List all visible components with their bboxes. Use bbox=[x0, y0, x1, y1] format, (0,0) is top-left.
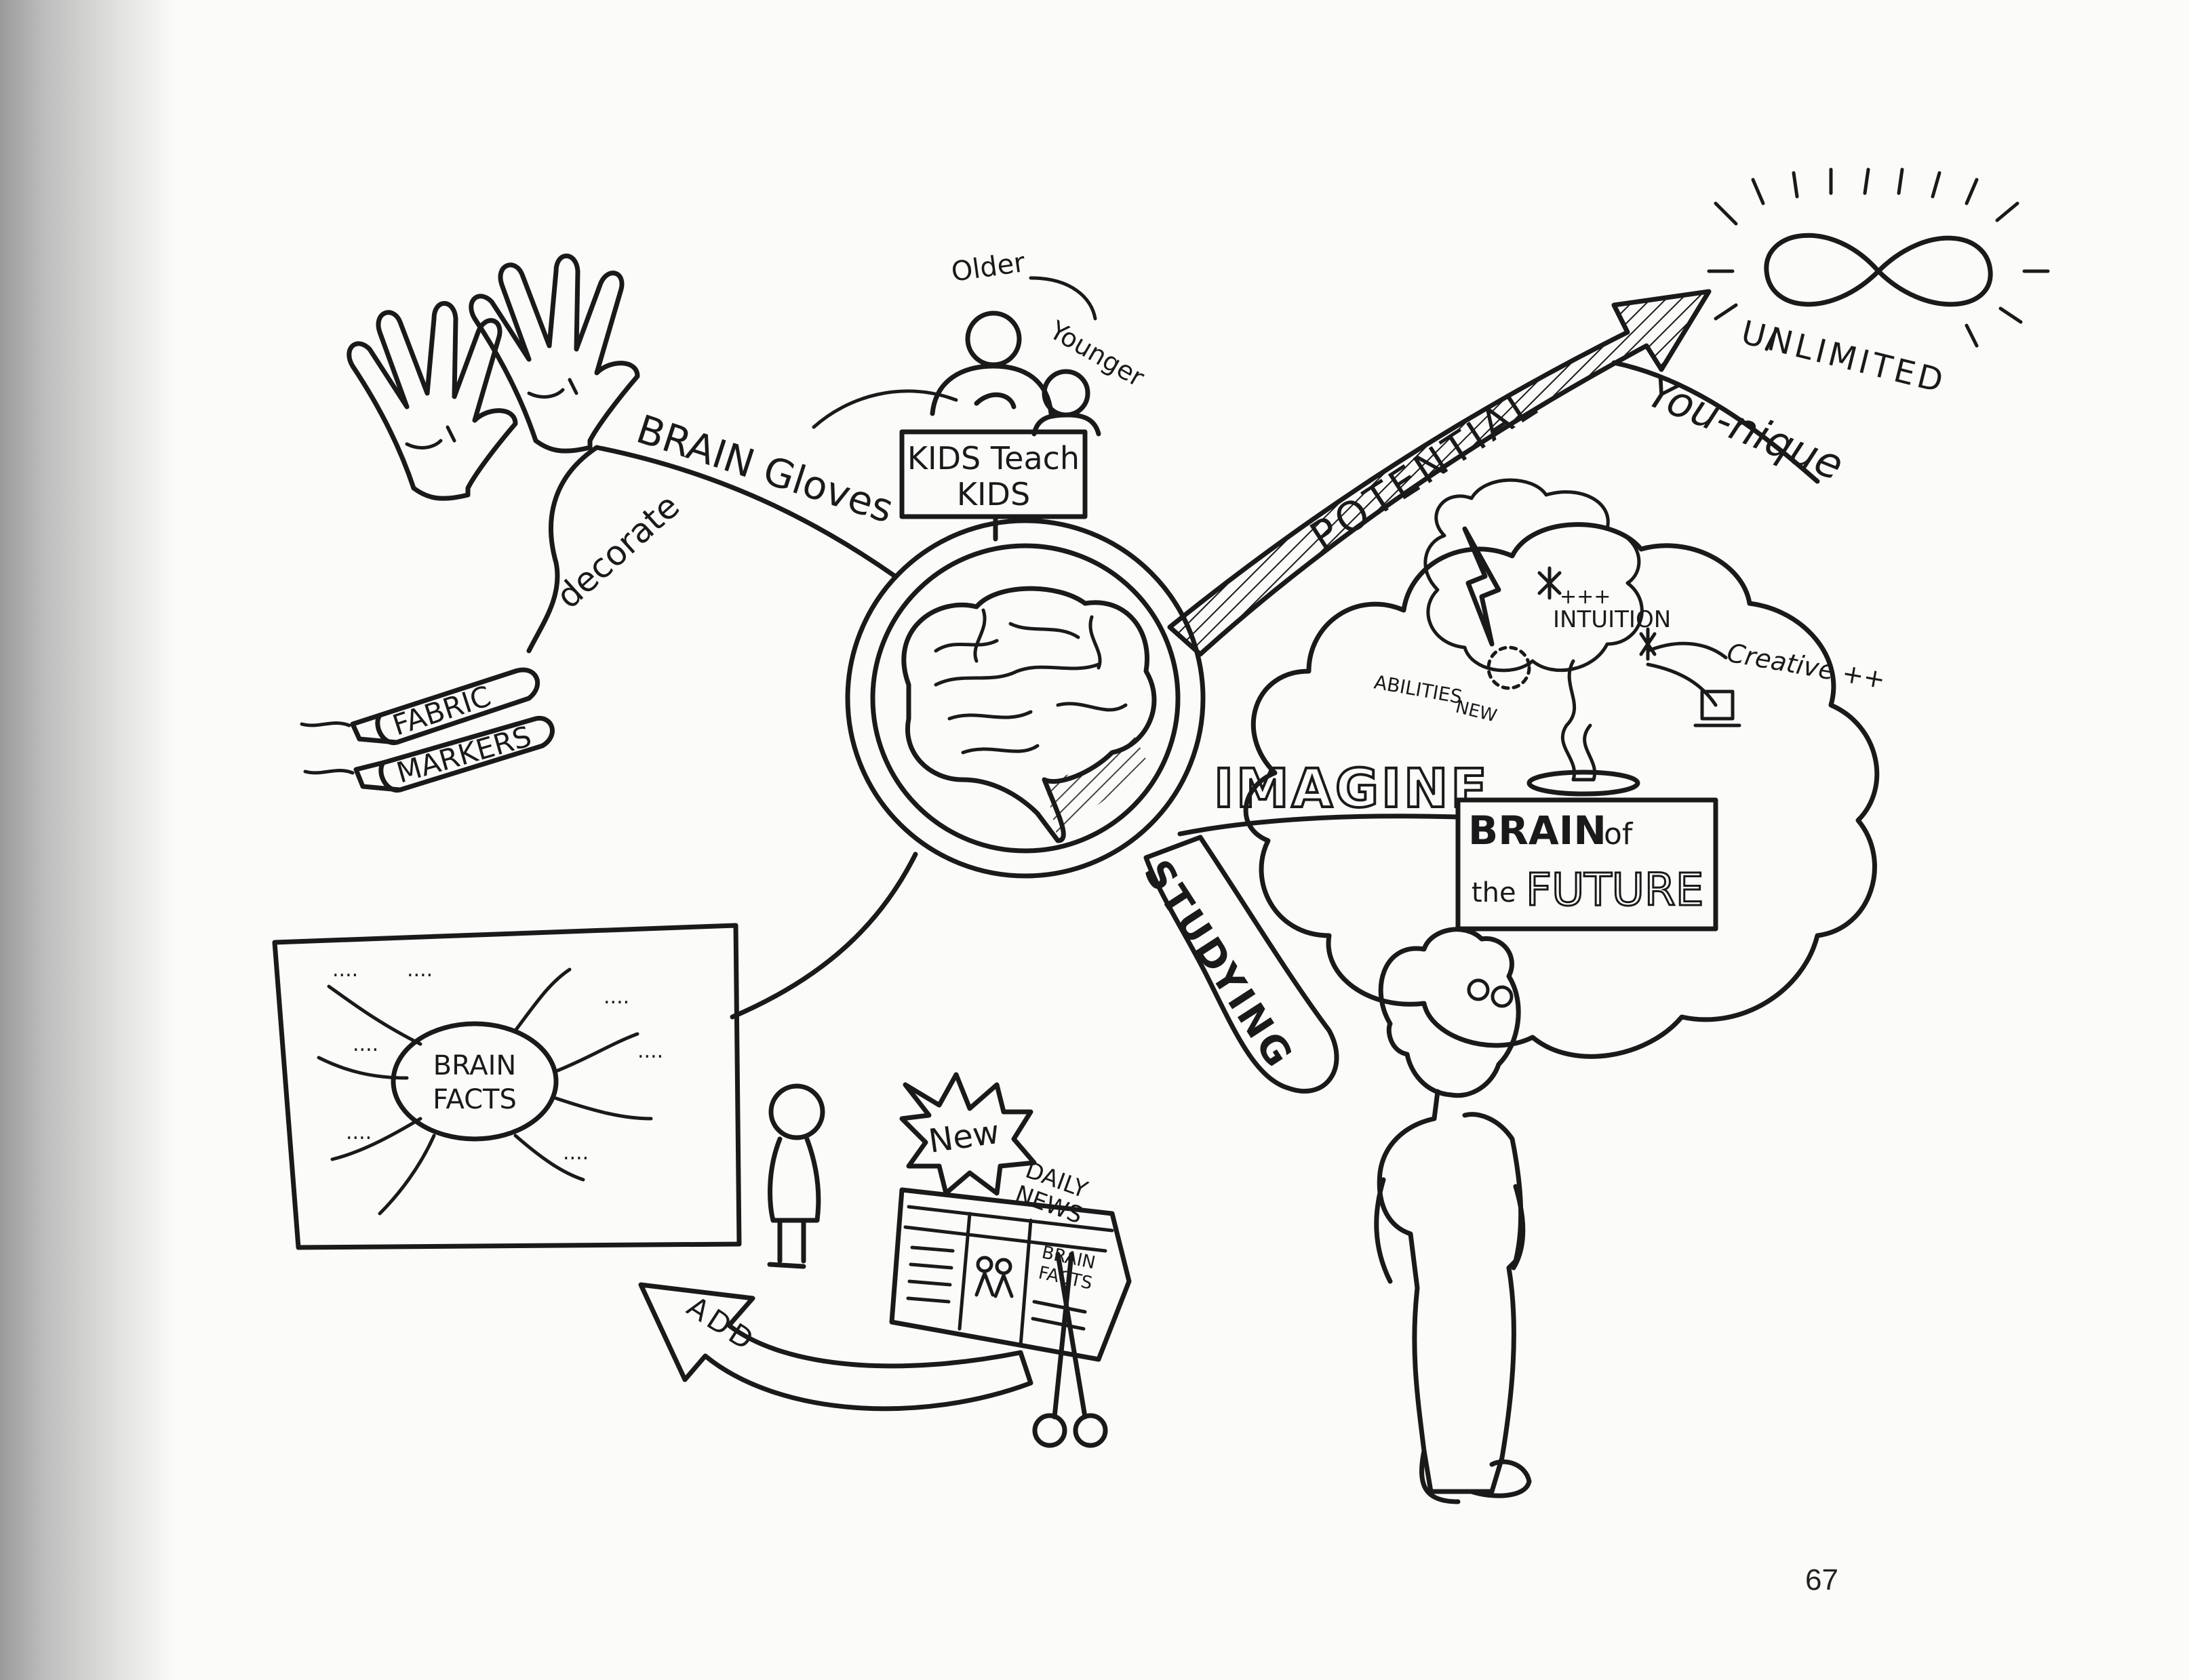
markers-marker-icon bbox=[303, 716, 555, 793]
imagine-label: IMAGINE bbox=[1214, 759, 1490, 820]
unlimited-label: UNLIMITED bbox=[1737, 313, 1950, 401]
kids-connector bbox=[812, 389, 958, 429]
kids-teach-line1: KIDS Teach bbox=[907, 440, 1080, 477]
small-brain-cloud-icon bbox=[1423, 478, 1644, 797]
facts-ellipsis: .... bbox=[604, 985, 629, 1009]
small-person-icon bbox=[767, 1083, 825, 1269]
abilities-label: ABILITIES bbox=[1373, 671, 1464, 708]
brain-of-the-future-box: BRAIN of the FUTURE bbox=[1455, 797, 1718, 932]
facts-ellipsis: .... bbox=[563, 1141, 589, 1165]
imagine-label-group: IMAGINE bbox=[1212, 757, 1490, 821]
older-label: Older bbox=[949, 247, 1027, 288]
creative-label: Creative ++ bbox=[1724, 638, 1887, 695]
thought-cloud bbox=[1243, 522, 1880, 1059]
kids-teach-kids-node: KIDS Teach KIDS bbox=[899, 429, 1088, 519]
studying-handle bbox=[1143, 835, 1339, 1094]
younique-label: You-nique bbox=[1640, 367, 1850, 490]
facts-ellipsis: .... bbox=[637, 1039, 663, 1063]
facts-ellipsis: .... bbox=[332, 958, 358, 982]
infinity-icon bbox=[1707, 167, 2050, 351]
new-label: NEW bbox=[1453, 697, 1499, 727]
central-brain bbox=[845, 518, 1206, 879]
brain-gloves-branch bbox=[594, 445, 898, 579]
scissors-icon bbox=[1032, 1252, 1108, 1448]
fabric-marker-icon bbox=[300, 667, 540, 745]
brain-icon bbox=[901, 586, 1157, 843]
left-glove-icon bbox=[347, 301, 518, 501]
kids-teach-line2: KIDS bbox=[957, 476, 1030, 513]
boy-looking-up-icon bbox=[1374, 927, 1532, 1504]
younger-kid-icon bbox=[1031, 369, 1101, 437]
facts-ellipsis: .... bbox=[346, 1121, 372, 1144]
page-number: 67 bbox=[1805, 1563, 1838, 1597]
brain-of-label: BRAIN bbox=[1468, 807, 1606, 854]
page-binding-shadow bbox=[0, 0, 176, 1680]
potential-arrow bbox=[1167, 289, 1712, 657]
imagine-branch bbox=[1177, 814, 1461, 837]
new-burst-icon bbox=[899, 1072, 1037, 1196]
brain-facts-board: BRAIN FACTS bbox=[272, 923, 742, 1250]
creative-arrow bbox=[1646, 662, 1718, 707]
facts-ellipsis: .... bbox=[353, 1033, 378, 1056]
people-icon bbox=[974, 1256, 1014, 1298]
older-younger-arrow bbox=[1029, 276, 1097, 321]
future-label: FUTURE bbox=[1526, 864, 1703, 916]
potential-label: POTENTIAL bbox=[1302, 379, 1547, 561]
brain-facts-line1: BRAIN bbox=[433, 1050, 517, 1081]
of-label: of bbox=[1604, 817, 1634, 852]
younger-label: Younger bbox=[1044, 315, 1149, 393]
brain-facts-line2: FACTS bbox=[433, 1084, 517, 1115]
decorate-label: decorate bbox=[549, 486, 687, 616]
younique-branch bbox=[1611, 360, 1820, 484]
intuition-creative-line bbox=[1646, 641, 1728, 660]
sparkle-icons bbox=[1537, 566, 1657, 661]
facts-ellipsis: .... bbox=[407, 958, 433, 982]
brain-facts-branch bbox=[730, 852, 918, 1020]
decorate-branch bbox=[526, 445, 599, 654]
brain-facts-ellipses: .... .... .... .... .... .... .... bbox=[332, 958, 663, 1165]
the-label: the bbox=[1472, 877, 1516, 908]
laptop-icon bbox=[1693, 689, 1741, 727]
add-arrow bbox=[638, 1282, 1033, 1412]
right-glove-icon bbox=[469, 254, 640, 454]
intuition-label: INTUITION bbox=[1553, 606, 1671, 633]
intuition-marks: +++ bbox=[1560, 585, 1611, 609]
